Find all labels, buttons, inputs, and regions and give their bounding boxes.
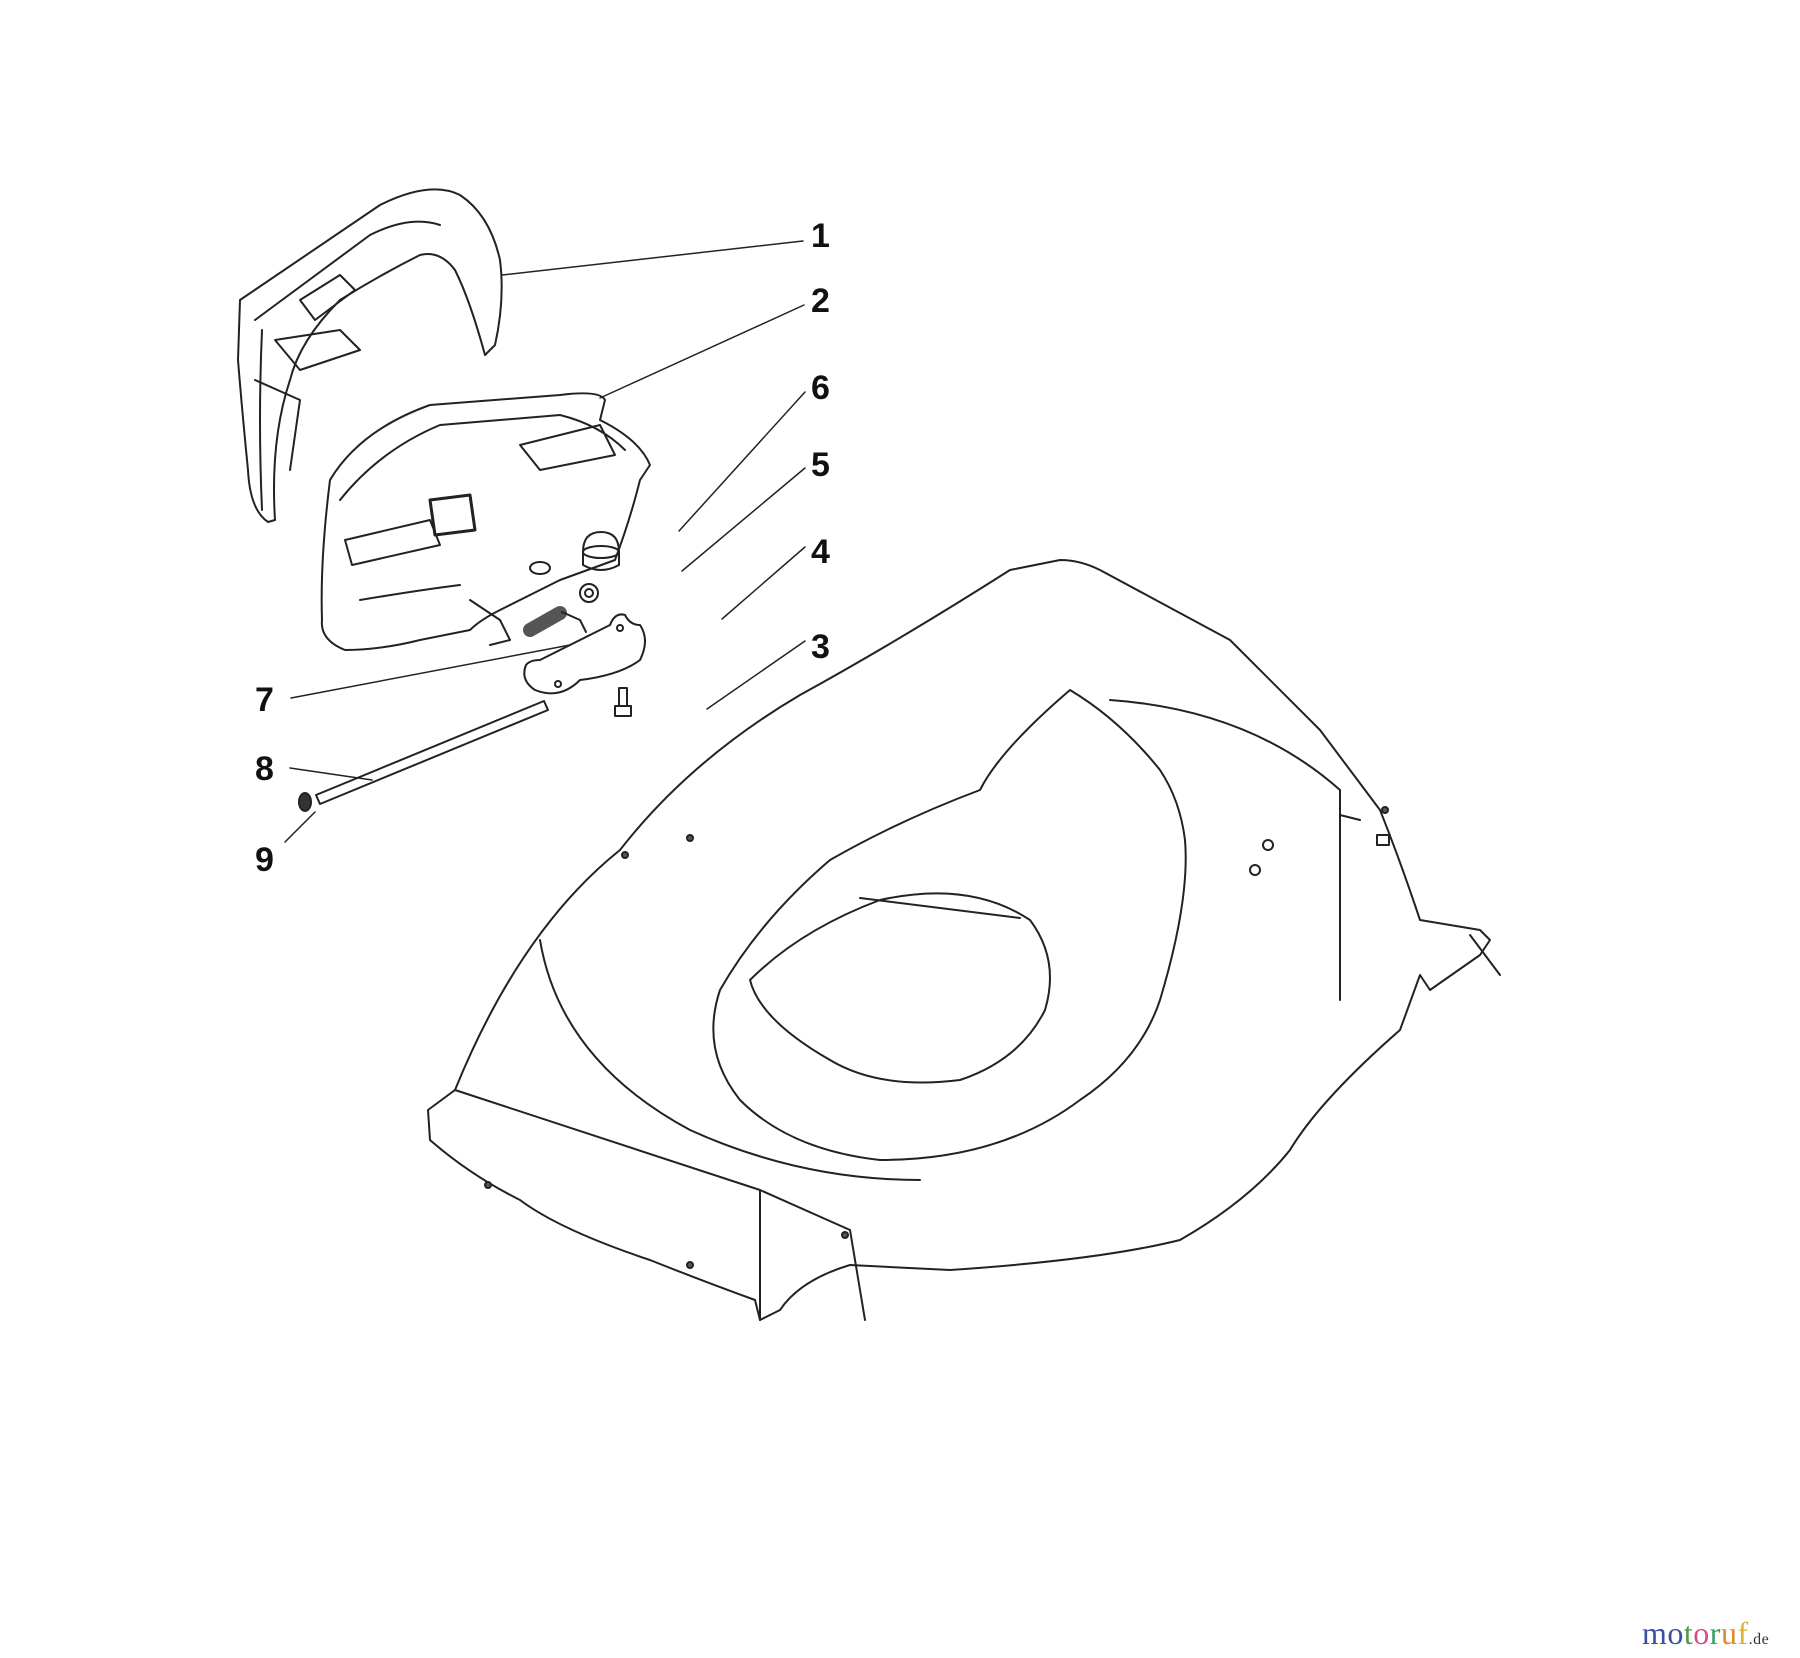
part-9-washer (298, 792, 312, 812)
leader-lines (284, 240, 806, 843)
watermark-letter: f (1737, 1615, 1749, 1651)
part-4-bracket (523, 613, 646, 695)
part-6-cap (582, 531, 620, 571)
watermark-letter: o (1693, 1615, 1710, 1651)
part-7-spring (523, 606, 587, 637)
callout-9: 9 (255, 841, 274, 879)
callout-8: 8 (255, 750, 274, 788)
part-2-flap-housing (320, 392, 651, 651)
callout-3: 3 (811, 628, 830, 666)
callout-7: 7 (255, 681, 274, 719)
watermark-letter: o (1667, 1615, 1684, 1651)
watermark-tld: .de (1748, 1631, 1770, 1648)
leader-4 (721, 546, 806, 620)
leader-5 (681, 467, 806, 572)
leader-9 (284, 811, 316, 843)
watermark-letter: r (1709, 1615, 1721, 1651)
leader-6 (678, 391, 806, 532)
leader-1 (501, 240, 804, 276)
part-5-nut (579, 583, 599, 603)
part-8-rod (315, 700, 549, 805)
leader-8 (289, 767, 373, 781)
callout-4: 4 (811, 533, 830, 571)
leader-7 (290, 644, 571, 699)
part-1-deflector-shell (237, 188, 503, 523)
watermark-letter: t (1683, 1615, 1694, 1651)
watermark-letter: u (1720, 1615, 1738, 1651)
leader-3 (706, 640, 806, 710)
mower-deck-housing (427, 559, 1501, 1321)
watermark-letter: m (1642, 1615, 1668, 1651)
part-3-screw (614, 687, 632, 717)
callout-5: 5 (811, 446, 830, 484)
callout-6: 6 (811, 369, 830, 407)
callout-1: 1 (811, 217, 830, 255)
motoruf-watermark: motoruf.de (1642, 1615, 1769, 1652)
leader-2 (599, 304, 805, 399)
callout-2: 2 (811, 282, 830, 320)
